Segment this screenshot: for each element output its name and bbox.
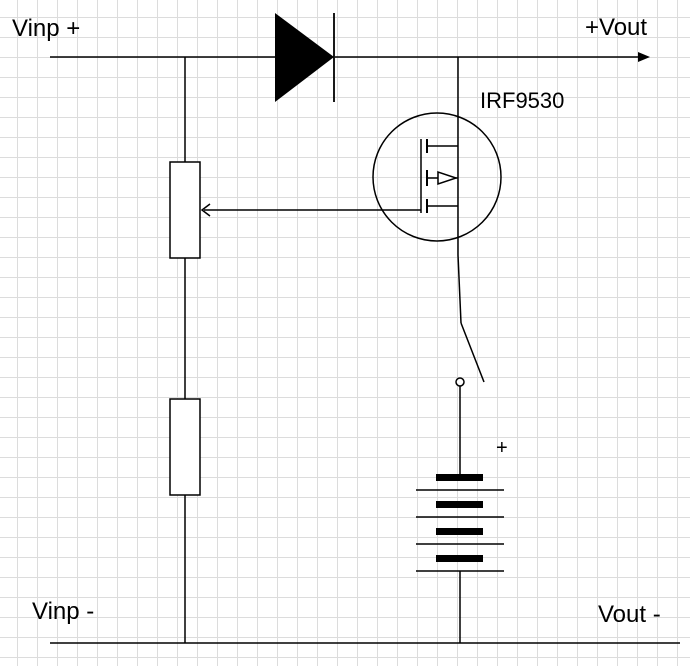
battery	[416, 474, 504, 643]
potentiometer-wiper-wire	[200, 203, 421, 217]
potentiometer	[169, 161, 201, 259]
mosfet-part-label: IRF9530	[480, 88, 565, 113]
mosfet	[372, 57, 502, 255]
top-rail-wire	[50, 52, 650, 62]
diode	[275, 13, 335, 102]
vinp-plus-label: Vinp +	[12, 15, 81, 42]
resistor	[169, 398, 201, 496]
vinp-minus-label: Vinp -	[32, 598, 95, 625]
mosfet-to-switch-wire	[457, 254, 462, 324]
vout-minus-label: Vout -	[598, 601, 661, 628]
battery-plus-label: +	[496, 437, 508, 459]
vout-plus-label: +Vout	[585, 14, 648, 41]
switch	[455, 322, 485, 477]
